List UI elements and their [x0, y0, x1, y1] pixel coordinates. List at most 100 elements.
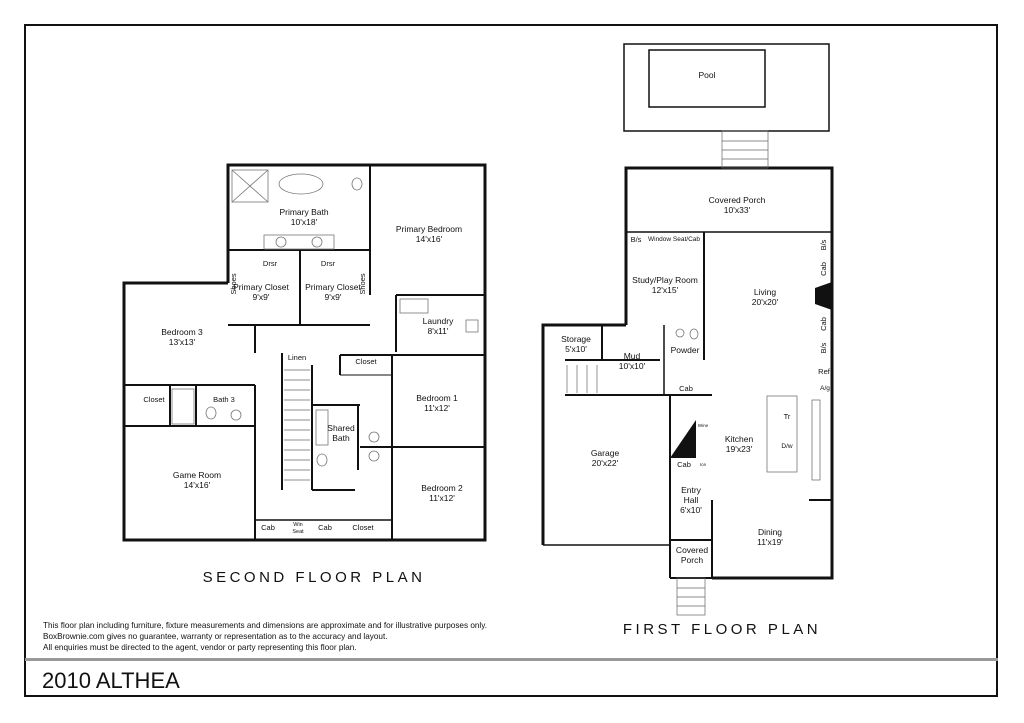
window-seat-line: Seat	[292, 529, 304, 535]
first-floor-stairs	[566, 130, 769, 616]
room-name: Primary Bath	[279, 207, 329, 217]
bookshelf-label: B/s	[630, 235, 642, 244]
bookshelf-label: B/s	[819, 342, 828, 354]
room-size: 11'x12'	[424, 403, 450, 413]
room-name: Primary Closet	[233, 282, 289, 292]
room-name: Bedroom 1	[416, 393, 458, 403]
second-floor-walls	[122, 163, 487, 542]
closet-label: Closet	[143, 395, 165, 404]
dresser-label: Drsr	[320, 259, 336, 268]
ice-label: Ice	[699, 462, 707, 467]
room-name: Game Room	[172, 470, 222, 480]
room-size: 6'x10'	[680, 505, 702, 515]
refrigerator-label: Ref	[818, 367, 830, 376]
disclaimer-line: BoxBrownie.com gives no guarantee, warra…	[43, 632, 388, 641]
window-seat-line: Win	[293, 522, 303, 528]
dresser-label: Drsr	[262, 259, 278, 268]
first-floor-walls	[541, 43, 834, 580]
room-pool: Pool	[698, 70, 716, 80]
room-size: 14'x16'	[415, 234, 443, 244]
first-floor-title: FIRST FLOOR PLAN	[622, 621, 822, 638]
bookshelf-label: B/s	[819, 239, 828, 251]
closet-label: Closet	[355, 357, 377, 366]
first-floor-fixtures	[675, 328, 821, 481]
room-size: 10'x10'	[618, 361, 646, 371]
cabinet-label: Cab	[261, 523, 275, 532]
room-name: Covered Porch	[708, 195, 766, 205]
room-name: Study/Play Room	[632, 275, 698, 285]
room-size: 12'x15'	[651, 285, 679, 295]
appliance-garage-label: A/g	[820, 385, 830, 392]
room-size: 9'x9'	[324, 292, 342, 302]
room-name: Laundry	[422, 316, 454, 326]
disclaimer-line: This floor plan including furniture, fix…	[43, 621, 488, 630]
room-name: Primary Bedroom	[395, 224, 463, 234]
trash-label: Tr	[783, 412, 791, 421]
sheet-border	[24, 24, 998, 697]
room-name: Covered	[675, 545, 709, 555]
room-name: Entry	[681, 485, 701, 495]
room-name: Bedroom 3	[161, 327, 203, 337]
second-floor-stairs	[284, 369, 310, 481]
room-name: Bath	[332, 433, 350, 443]
disclaimer-line: All enquiries must be directed to the ag…	[43, 643, 357, 652]
cabinet-label: Cab	[819, 262, 828, 276]
room-name: Living	[753, 287, 777, 297]
room-powder: Powder	[670, 345, 700, 355]
room-name: Mud	[623, 351, 641, 361]
second-floor-title: SECOND FLOOR PLAN	[202, 569, 426, 586]
room-size: 14'x16'	[183, 480, 211, 490]
room-size: 8'x11'	[427, 326, 449, 336]
room-size: 19'x23'	[725, 444, 753, 454]
cabinet-label: Cab	[677, 460, 691, 469]
room-size: 10'x33'	[723, 205, 751, 215]
room-name: Porch	[680, 555, 704, 565]
room-size: 11'x12'	[429, 493, 455, 503]
disclaimer: This floor plan including furniture, fix…	[43, 620, 487, 653]
cabinet-label: Cab	[318, 523, 332, 532]
room-size: 10'x18'	[290, 217, 318, 227]
closet-label: Closet	[352, 523, 374, 532]
room-name: Garage	[590, 448, 620, 458]
dishwasher-label: D/w	[781, 443, 793, 450]
room-name: Hall	[683, 495, 699, 505]
room-size: 20'x20'	[751, 297, 779, 307]
room-name: Shared	[327, 423, 355, 433]
room-bath-3: Bath 3	[213, 395, 235, 404]
room-size: 11'x19'	[757, 537, 783, 547]
room-name: Storage	[561, 334, 591, 344]
second-floor-fixtures	[171, 169, 479, 467]
cabinet-label: Cab	[679, 384, 693, 393]
wine-label: Wine	[697, 423, 709, 428]
room-name: Kitchen	[724, 434, 754, 444]
room-name: Primary Closet	[305, 282, 361, 292]
room-name: Dining	[757, 527, 783, 537]
linen-label: Linen	[287, 353, 307, 362]
fireplace-label: FP	[817, 291, 826, 301]
room-size: 13'x13'	[168, 337, 196, 347]
room-size: 5'x10'	[565, 344, 587, 354]
cabinet-label: Cab	[819, 317, 828, 331]
